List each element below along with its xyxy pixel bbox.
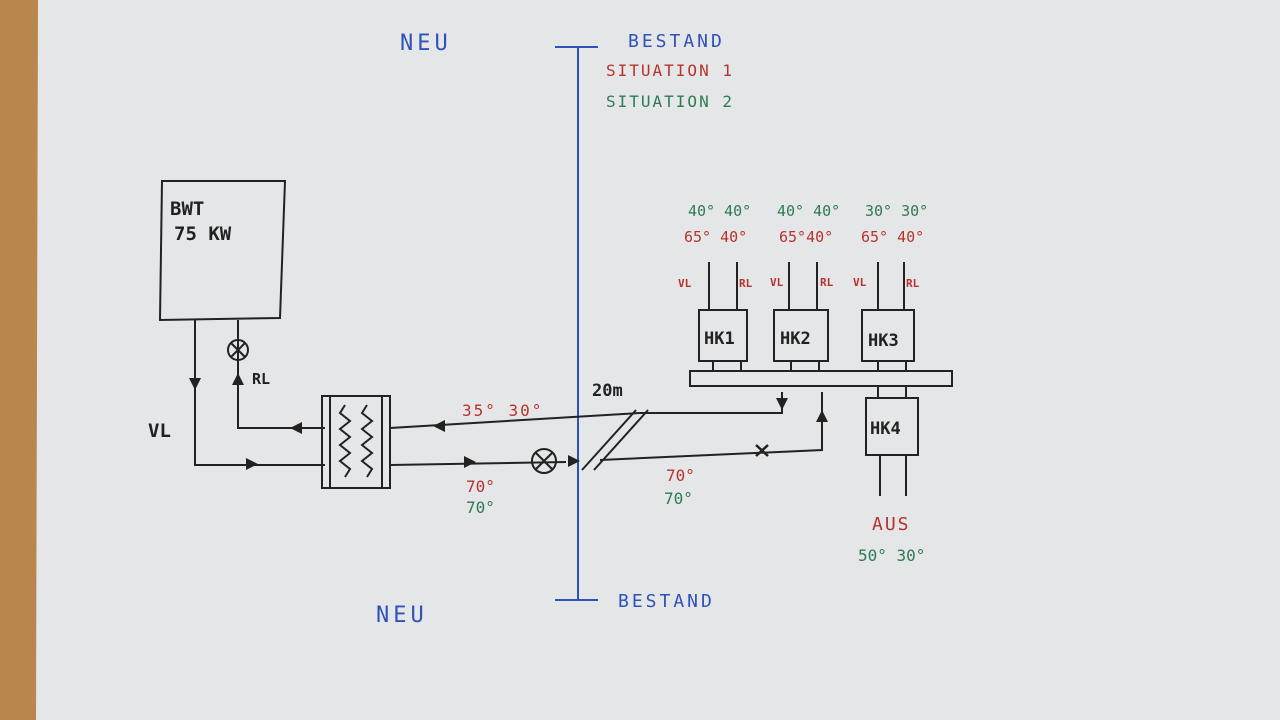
header-neu: NEU	[400, 31, 452, 56]
hk2-vl-label: VL	[770, 276, 784, 289]
pipes-left	[194, 320, 641, 466]
boiler-power: 75 KW	[174, 223, 232, 245]
label-rl: RL	[252, 370, 270, 388]
footer-bestand: BESTAND	[618, 591, 715, 612]
hk3-temp-s1: 65° 40°	[861, 228, 924, 246]
heat-exchanger	[321, 395, 391, 489]
flow-arrows-right	[776, 398, 828, 422]
temp-supply-left-s1: 70°	[466, 477, 495, 496]
circuit-boxes	[698, 309, 919, 456]
hk3-vl-label: VL	[853, 276, 867, 289]
hk3-rl-label: RL	[906, 277, 920, 290]
header-bestand: BESTAND	[628, 31, 725, 52]
hk4-label: HK4	[870, 419, 901, 439]
hk4-temp-s2: 50° 30°	[858, 546, 925, 565]
hk1-label: HK1	[704, 329, 735, 349]
hk2-label: HK2	[780, 329, 811, 349]
hk1-vl-label: VL	[678, 277, 692, 290]
hk1-rl-label: RL	[739, 277, 753, 290]
label-distance: 20m	[592, 381, 623, 401]
circuit-pipes	[708, 262, 907, 496]
legend-situation1: SITUATION 1	[606, 61, 734, 80]
pump-symbol-boiler	[227, 339, 249, 361]
divider-line	[555, 46, 598, 601]
legend-situation2: SITUATION 2	[606, 92, 734, 111]
hk2-temp-s1: 65°40°	[779, 228, 833, 246]
hk1-temp-s1: 65° 40°	[684, 228, 747, 246]
hk3-label: HK3	[868, 331, 899, 351]
valve-mark	[755, 444, 769, 457]
pump-symbol-main	[531, 448, 557, 474]
boiler-box	[158, 180, 287, 322]
desk-edge	[0, 0, 40, 720]
hk4-status: AUS	[872, 514, 911, 535]
label-vl: VL	[148, 420, 171, 442]
paper-sheet	[36, 0, 1280, 720]
footer-neu: NEU	[376, 603, 428, 628]
hk2-rl-label: RL	[820, 276, 834, 289]
boiler-name: BWT	[170, 198, 204, 220]
temp-supply-left-s2: 70°	[466, 498, 495, 517]
temp-supply-right-s1: 70°	[666, 466, 695, 485]
flow-arrows-left	[189, 373, 476, 470]
flow-arrow-divider	[568, 455, 580, 467]
manifold-bar	[689, 370, 953, 387]
hk3-temp-s2: 30° 30°	[865, 202, 928, 220]
hk1-temp-s2: 40° 40°	[688, 202, 751, 220]
temp-return-left: 35° 30°	[462, 401, 543, 420]
temp-supply-right-s2: 70°	[664, 489, 693, 508]
hk2-temp-s2: 40° 40°	[777, 202, 840, 220]
